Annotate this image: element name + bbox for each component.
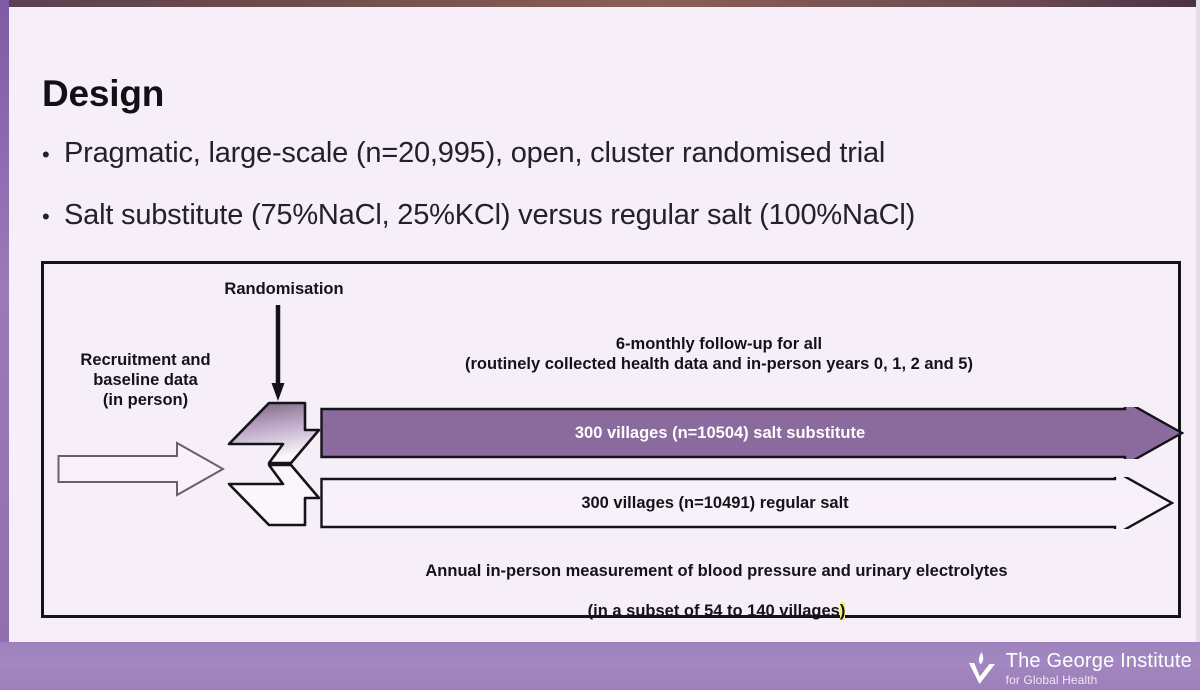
measurement-highlighted-paren: ) — [839, 602, 846, 621]
randomisation-down-arrow-icon — [271, 305, 285, 401]
george-institute-mark-icon — [968, 652, 995, 684]
logo-title: The George Institute — [1005, 649, 1192, 672]
randomisation-label: Randomisation — [224, 280, 344, 298]
salt-substitute-arrow-label: 300 villages (n=10504) salt substitute — [574, 423, 866, 442]
randomisation-split-arrow-shape — [227, 401, 321, 527]
bullet-marker-icon: • — [42, 142, 50, 167]
left-decorative-strip — [0, 0, 9, 642]
george-institute-logo: The George Institute for Global Health — [967, 646, 1192, 690]
top-decorative-strip — [0, 0, 1200, 7]
page-title: Design — [42, 73, 165, 114]
followup-label: 6-monthly follow-up for all (routinely c… — [465, 335, 973, 374]
logo-subtitle: for Global Health — [1005, 672, 1098, 687]
logo-text-block: The George Institute for Global Health — [1006, 651, 1192, 686]
bullet-item-1: • Salt substitute (75%NaCl, 25%KCl) vers… — [42, 199, 915, 232]
recruitment-arrow-shape — [57, 441, 225, 497]
bullet-item-0: • Pragmatic, large-scale (n=20,995), ope… — [42, 137, 885, 170]
slide-canvas: Design • Pragmatic, large-scale (n=20,99… — [9, 7, 1196, 642]
measurement-line-2: (in a subset of 54 to 140 villages — [587, 602, 840, 621]
bullet-marker-icon: • — [42, 204, 50, 229]
footer-band: The George Institute for Global Health — [0, 642, 1200, 690]
regular-salt-arrow-label: 300 villages (n=10491) regular salt — [581, 493, 849, 512]
right-decorative-strip — [1196, 0, 1200, 642]
salt-substitute-arrow-shape — [320, 407, 1185, 459]
bullet-text-0: Pragmatic, large-scale (n=20,995), open,… — [64, 137, 886, 169]
bullet-text-1: Salt substitute (75%NaCl, 25%KCl) versus… — [64, 199, 916, 231]
measurement-line-1: Annual in-person measurement of blood pr… — [425, 562, 1008, 581]
measurement-label: Annual in-person measurement of blood pr… — [384, 541, 1049, 622]
regular-salt-arrow-shape — [320, 477, 1175, 529]
recruitment-label: Recruitment and baseline data (in person… — [80, 351, 211, 410]
